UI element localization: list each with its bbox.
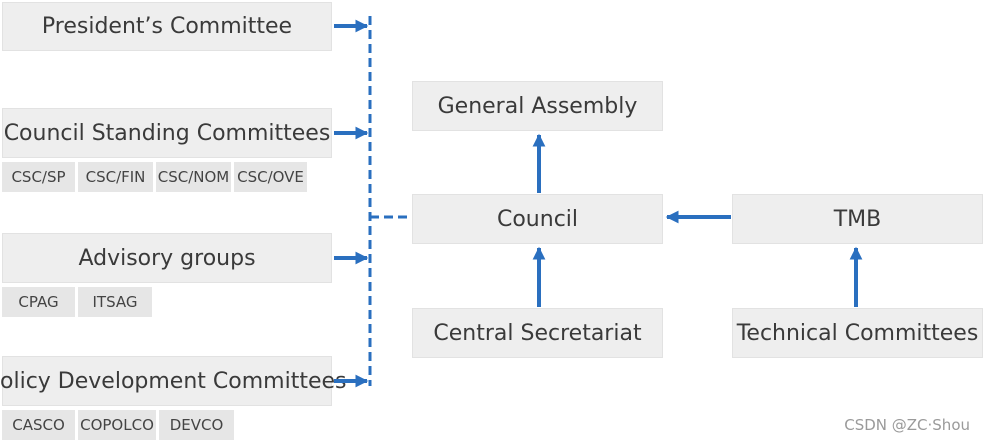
tag-casco: CASCO bbox=[2, 410, 75, 440]
policy-development-committees-box: Policy Development Committees bbox=[0, 356, 346, 406]
council-standing-committees-box: Council Standing Committees bbox=[2, 108, 332, 158]
advisory-groups-label: Advisory groups bbox=[78, 245, 256, 271]
tag-itsag: ITSAG bbox=[78, 287, 152, 317]
technical-committees-box: Technical Committees bbox=[732, 308, 983, 358]
tag-devco: DEVCO bbox=[159, 410, 234, 440]
central-secretariat-box: Central Secretariat bbox=[412, 308, 663, 358]
tag-csc-sp: CSC/SP bbox=[2, 162, 75, 192]
council-standing-committees-label: Council Standing Committees bbox=[3, 120, 331, 146]
tag-csc-fin: CSC/FIN bbox=[78, 162, 153, 192]
presidents-committee-box: President’s Committee bbox=[2, 2, 332, 51]
council-label: Council bbox=[496, 206, 579, 232]
general-assembly-label: General Assembly bbox=[437, 93, 638, 119]
technical-committees-label: Technical Committees bbox=[736, 320, 979, 346]
tmb-label: TMB bbox=[833, 206, 882, 232]
tag-csc-nom: CSC/NOM bbox=[156, 162, 231, 192]
council-box: Council bbox=[412, 194, 663, 244]
advisory-groups-box: Advisory groups bbox=[2, 233, 332, 283]
general-assembly-box: General Assembly bbox=[412, 81, 663, 131]
tag-copolco: COPOLCO bbox=[78, 410, 156, 440]
tag-cpag: CPAG bbox=[2, 287, 75, 317]
tag-csc-ove: CSC/OVE bbox=[234, 162, 307, 192]
central-secretariat-label: Central Secretariat bbox=[433, 320, 642, 346]
tmb-box: TMB bbox=[732, 194, 983, 244]
watermark: CSDN @ZC·Shou bbox=[844, 416, 970, 434]
policy-development-committees-label: Policy Development Committees bbox=[0, 368, 347, 394]
presidents-committee-label: President’s Committee bbox=[41, 14, 293, 39]
